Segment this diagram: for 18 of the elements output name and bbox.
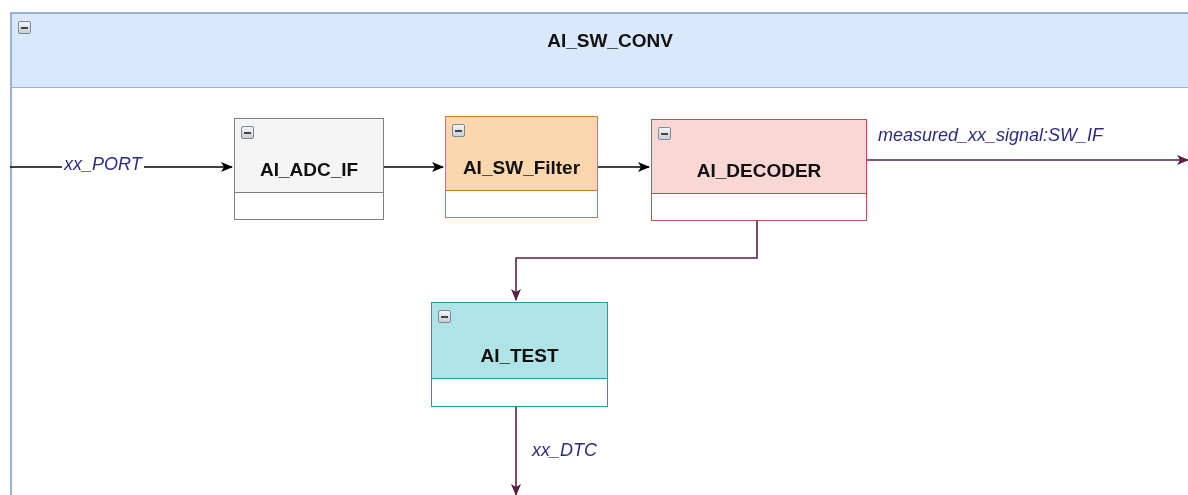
component-box <box>431 302 608 407</box>
arrow <box>511 404 521 495</box>
component-title: AI_TEST <box>479 345 560 367</box>
arrow <box>511 218 758 301</box>
component-title: AI_SW_Filter <box>461 157 582 179</box>
component-title: AI_ADC_IF <box>258 159 360 181</box>
edge-label: xx_DTC <box>530 440 599 461</box>
component-box <box>651 119 867 221</box>
component-title: AI_SW_CONV <box>546 30 674 52</box>
edge-label: measured_xx_signal:SW_IF <box>876 125 1106 146</box>
container-box <box>10 12 1188 495</box>
arrow <box>864 155 1188 165</box>
edge-label: xx_PORT <box>62 154 144 175</box>
arrow <box>381 162 444 172</box>
component-box <box>445 116 598 218</box>
component-box <box>234 118 384 220</box>
component-title: AI_DECODER <box>695 160 823 182</box>
arrow <box>595 162 650 172</box>
